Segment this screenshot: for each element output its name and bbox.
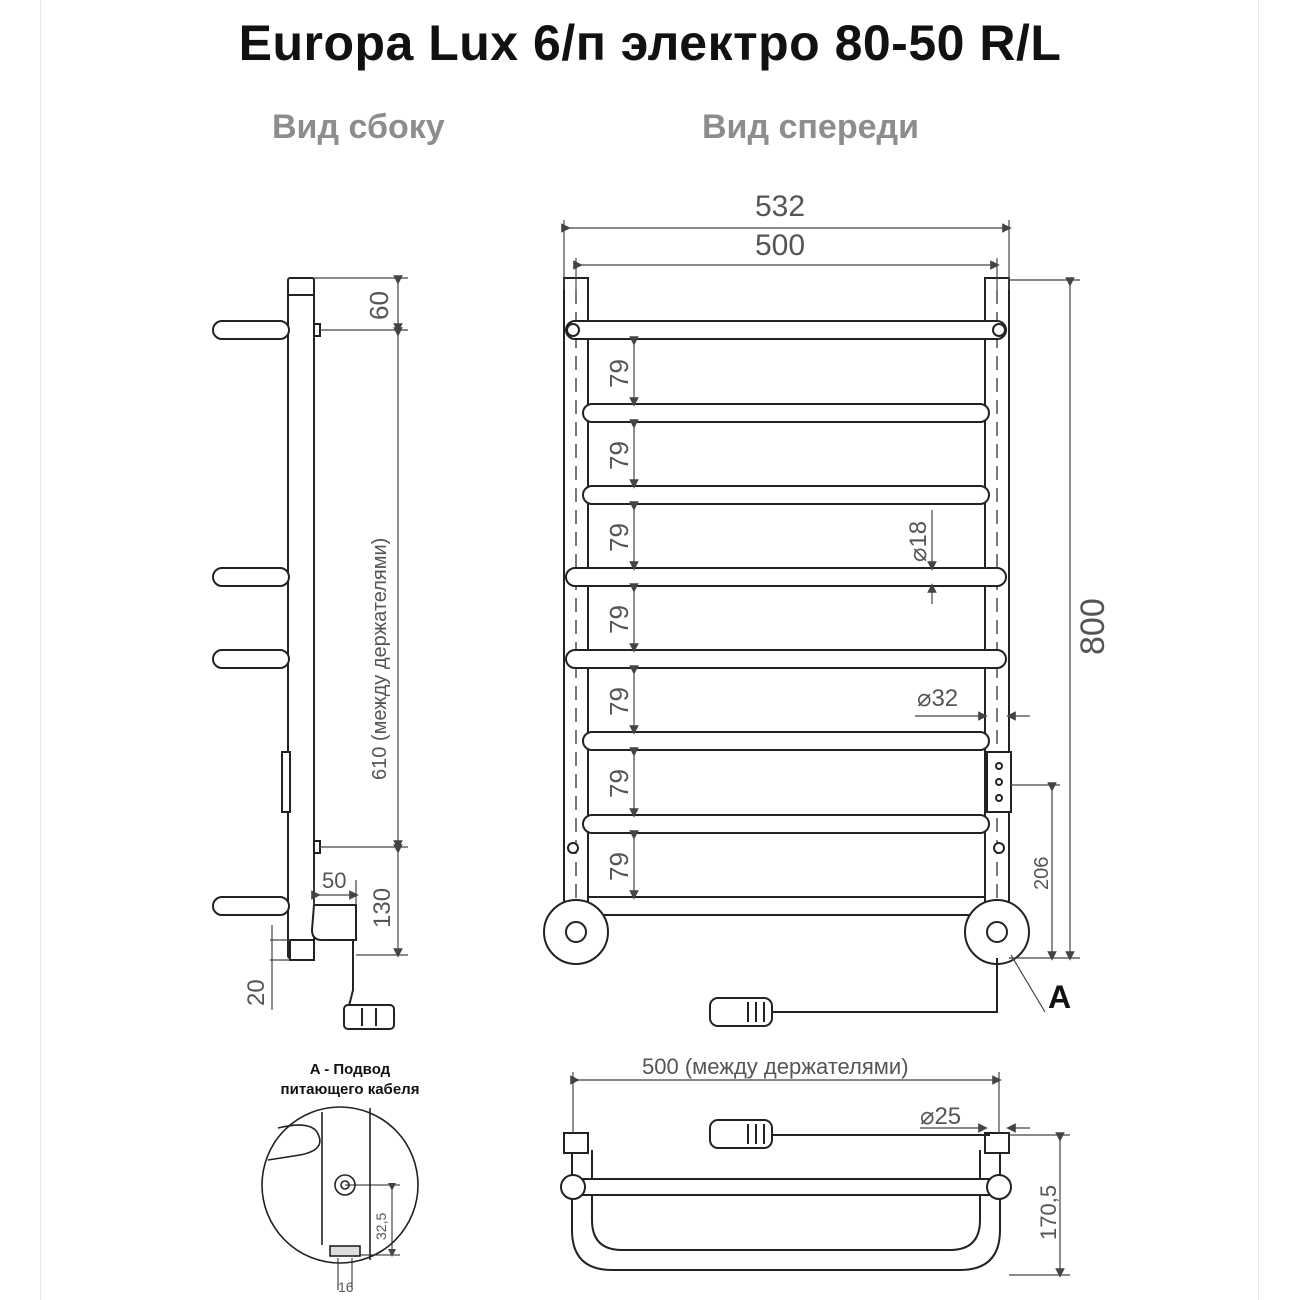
side-cable	[347, 940, 354, 1011]
front-view-label: Вид спереди	[702, 108, 919, 146]
front-holder	[567, 842, 579, 854]
front-rung	[582, 485, 990, 505]
frame-line-left	[40, 0, 41, 1300]
frame-line-right	[1258, 0, 1259, 1300]
detail-view	[261, 1106, 419, 1290]
front-rung	[565, 649, 1007, 669]
front-rung	[582, 731, 990, 751]
detail-dim-width: 16	[338, 1279, 354, 1295]
front-plug	[709, 997, 773, 1027]
side-holder	[313, 323, 321, 337]
detail-caption-line2: питающего кабеля	[280, 1081, 420, 1098]
detail-caption-line1: A - Подвод	[309, 1061, 391, 1078]
front-bottom-cap-left-inner	[565, 921, 587, 943]
detail-gland	[329, 1245, 361, 1257]
page-title: Europa Lux 6/п электро 80-50 R/L	[238, 15, 1062, 71]
front-dim-pitch: 79	[604, 605, 634, 634]
front-holder	[566, 323, 580, 337]
side-rung	[212, 320, 290, 340]
side-rung	[212, 649, 290, 669]
front-dim-pipe-diameter: ⌀32	[917, 685, 958, 712]
front-dim-pitch: 79	[604, 852, 634, 881]
side-base	[289, 939, 315, 961]
top-dim-depth: 170,5	[1036, 1185, 1061, 1240]
front-dim-pitch: 79	[604, 359, 634, 388]
front-cable	[770, 958, 998, 1013]
front-dim-pitch: 79	[604, 769, 634, 798]
side-thermostat	[281, 751, 291, 813]
detail-circle	[261, 1106, 419, 1264]
top-dim-diameter: ⌀25	[920, 1103, 961, 1130]
top-view	[560, 1119, 1012, 1271]
top-left-pipe	[563, 1132, 589, 1154]
side-dim-wall: 50	[322, 868, 346, 893]
front-bottom-cap-right-inner	[986, 921, 1008, 943]
front-rung	[582, 403, 990, 423]
front-dimensions	[561, 220, 1080, 1013]
side-plug	[343, 1004, 395, 1030]
side-dim-bottom: 130	[369, 888, 396, 928]
top-dimensions	[570, 1072, 1070, 1278]
detail-dim-height: 32,5	[373, 1213, 389, 1240]
side-view	[212, 277, 395, 1030]
front-dim-rung-diameter: ⌀18	[905, 521, 932, 562]
top-right-pipe	[984, 1132, 1010, 1154]
side-heater-block	[310, 904, 357, 941]
front-dim-pitch: 79	[604, 523, 634, 552]
top-holder	[560, 1174, 586, 1200]
detail-marker: A	[1048, 979, 1071, 1015]
side-dim-top: 60	[364, 291, 394, 320]
front-dim-206: 206	[1031, 857, 1053, 890]
side-pipe	[287, 277, 315, 959]
top-rung	[571, 1178, 1001, 1196]
front-rung	[565, 320, 1007, 340]
side-view-label: Вид сбоку	[272, 108, 445, 146]
detail-bend	[267, 1124, 321, 1161]
side-rung	[212, 896, 290, 916]
front-rung	[582, 814, 990, 834]
detail-caption: A - Подвод питающего кабеля	[230, 1060, 470, 1100]
front-dim-500: 500	[755, 229, 805, 262]
front-dim-532: 532	[755, 190, 805, 223]
side-dim-between: 610 (между держателями)	[369, 538, 391, 780]
front-dim-pitch: 79	[604, 441, 634, 470]
front-view	[543, 277, 1030, 1027]
top-dim-between: 500 (между держателями)	[642, 1054, 909, 1079]
side-dimensions	[270, 275, 408, 1010]
front-bottom-rung	[587, 896, 986, 916]
top-holder	[986, 1174, 1012, 1200]
front-rung	[565, 567, 1007, 587]
front-holder	[992, 323, 1006, 337]
front-dim-pitch: 79	[604, 687, 634, 716]
top-plug	[709, 1119, 773, 1149]
side-dim-base: 20	[243, 979, 270, 1006]
front-holder	[993, 842, 1005, 854]
side-holder	[313, 840, 321, 854]
front-dim-800: 800	[1074, 598, 1112, 655]
side-rung	[212, 567, 290, 587]
